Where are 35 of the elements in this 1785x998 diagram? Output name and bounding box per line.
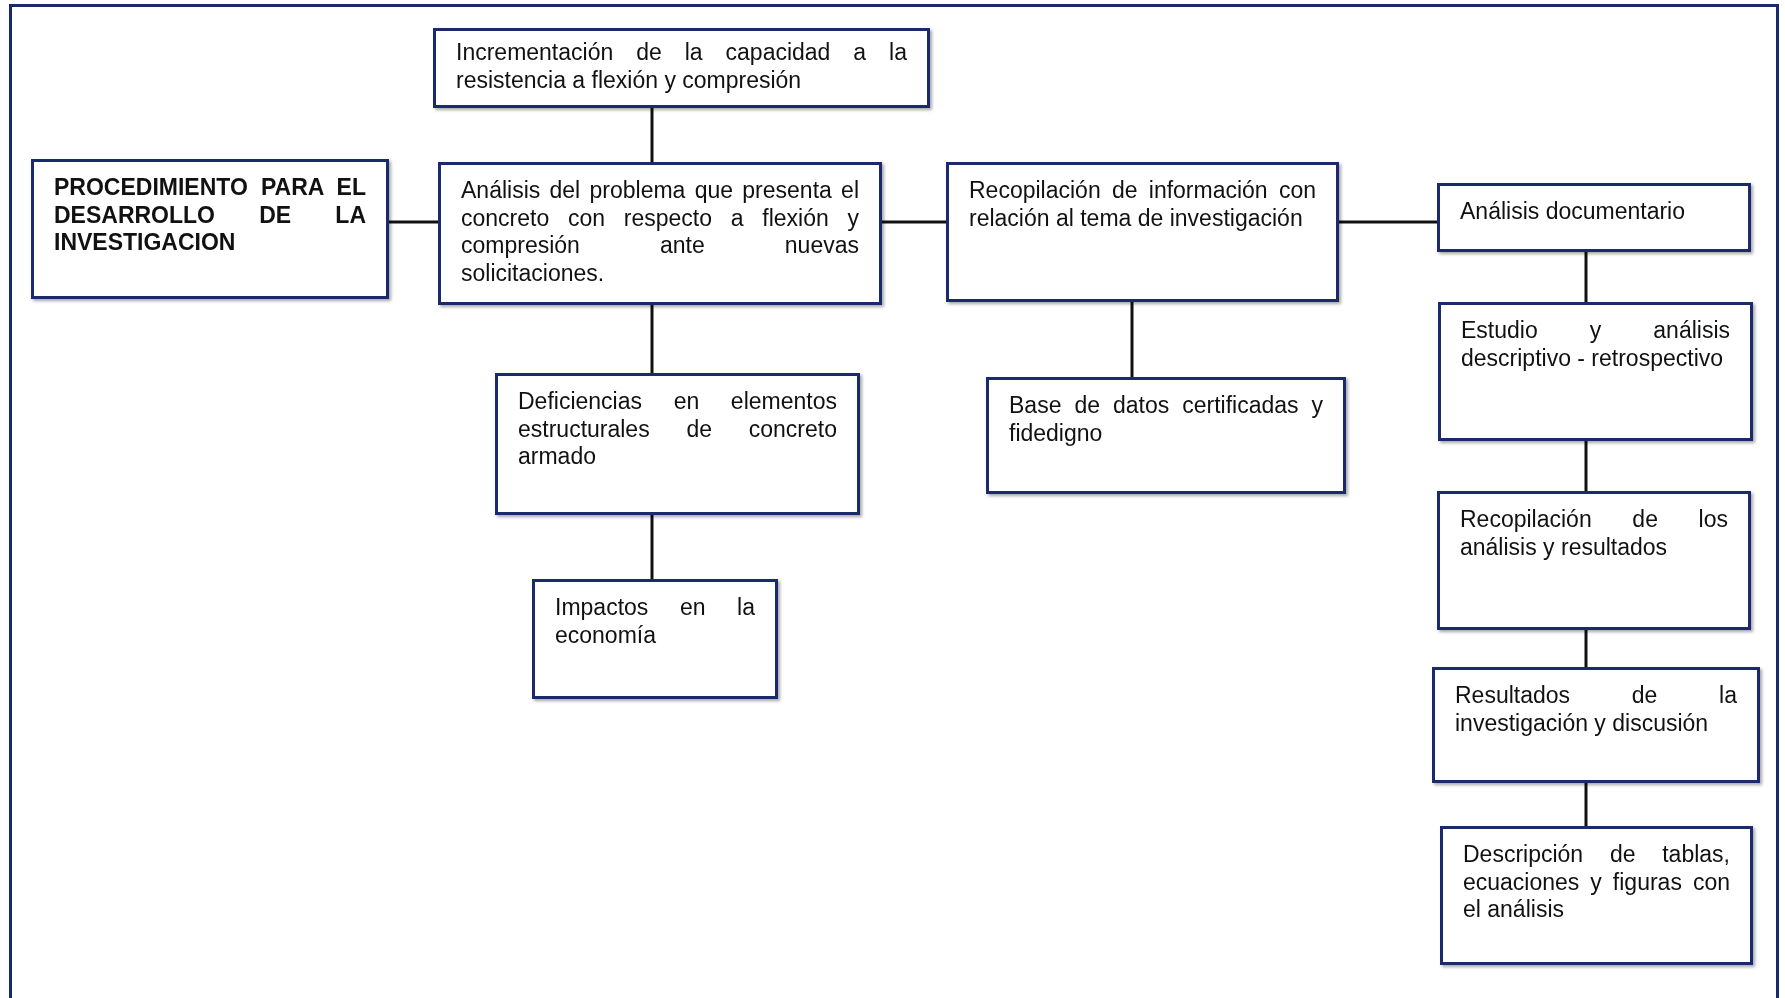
box-text: Base de datos certificadas y fidedigno bbox=[1009, 392, 1323, 448]
process-box bbox=[1438, 302, 1753, 441]
process-box bbox=[1432, 667, 1760, 783]
process-box bbox=[986, 377, 1346, 494]
connector-line bbox=[1339, 220, 1437, 224]
box-text: Estudio y análisis descriptivo - retrospectivo bbox=[1461, 317, 1730, 373]
connector-line bbox=[650, 108, 654, 162]
box-text: Resultados de la investigación y discusión bbox=[1455, 682, 1737, 738]
connector-line bbox=[882, 220, 946, 224]
process-box bbox=[495, 373, 860, 515]
connector-line bbox=[1130, 302, 1134, 377]
box-text: Análisis documentario bbox=[1460, 198, 1686, 226]
box-text: Impactos en la economía bbox=[555, 594, 755, 650]
box-text: Incrementación de la capacidad a la resistencia a flexión y compresión bbox=[456, 39, 907, 95]
process-box bbox=[1440, 826, 1753, 965]
process-box bbox=[1437, 183, 1751, 252]
title-text: PROCEDIMIENTO PARA EL DESARROLLO DE LA INVESTIGACION bbox=[54, 174, 366, 257]
box-text: Recopilación de información con relación al tema de investigación bbox=[969, 177, 1316, 233]
connector-line bbox=[1584, 783, 1588, 826]
process-box bbox=[532, 579, 778, 699]
box-text: Deficiencias en elementos estructurales de concreto armado bbox=[518, 388, 837, 471]
connector-line bbox=[650, 305, 654, 373]
process-box bbox=[438, 162, 882, 305]
connector-line bbox=[1584, 441, 1588, 491]
box-text: Recopilación de los análisis y resultados bbox=[1460, 506, 1728, 562]
connector-line bbox=[650, 515, 654, 579]
box-text: Análisis del problema que presenta el concreto con respecto a flexión y compresión ante nuevas solicitaciones. bbox=[461, 177, 859, 288]
process-box bbox=[946, 162, 1339, 302]
process-box bbox=[31, 159, 389, 299]
connector-line bbox=[1584, 630, 1588, 667]
connector-line bbox=[1584, 252, 1588, 302]
box-text: Descripción de tablas, ecuaciones y figuras con el análisis bbox=[1463, 841, 1730, 924]
connector-line bbox=[389, 220, 438, 224]
process-box bbox=[1437, 491, 1751, 630]
process-box bbox=[433, 28, 930, 108]
